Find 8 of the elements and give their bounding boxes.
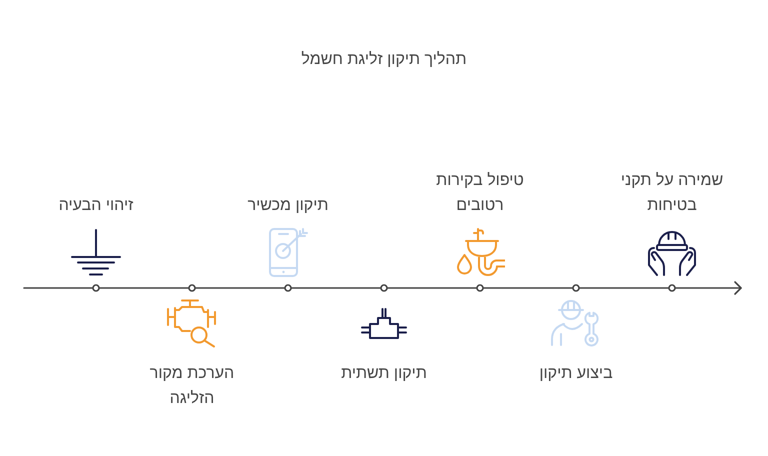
step-label: זיהוי הבעיה: [58, 196, 134, 216]
step-label: תיקון מכשיר: [248, 196, 328, 216]
step-label: תיקון תשתית: [341, 364, 427, 384]
step-label: הערכת מקור הזליגה: [148, 364, 236, 409]
step-label: שמירה על תקני בטיחות: [620, 171, 724, 216]
step-label: טיפול בקירות רטובים: [435, 171, 525, 216]
diagram-title: תהליך תיקון זליגת חשמל: [301, 50, 467, 70]
step-label: ביצוע תיקון: [539, 364, 613, 384]
